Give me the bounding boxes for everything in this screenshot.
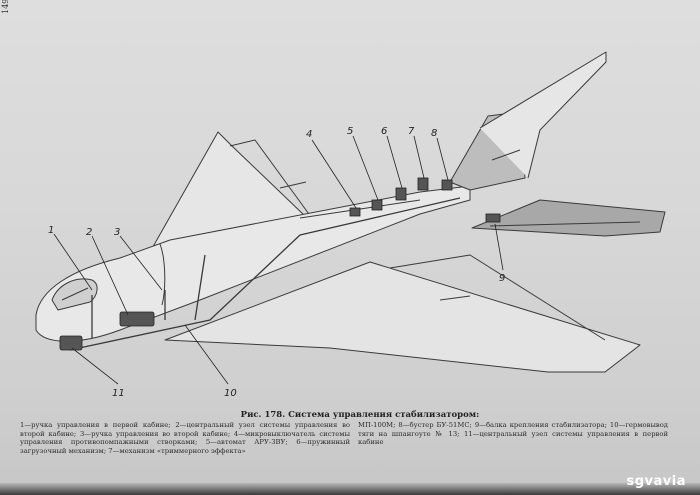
figure-legend-left: 1—ручка управления в первой кабине; 2—це… bbox=[20, 421, 350, 455]
near-wing bbox=[164, 261, 641, 373]
fuselage bbox=[35, 185, 471, 342]
watermark: sgvavia bbox=[626, 474, 686, 489]
callout-3: 3 bbox=[114, 227, 120, 238]
callout-8: 8 bbox=[431, 128, 437, 139]
callout-10: 10 bbox=[224, 388, 237, 399]
page-bottom-edge bbox=[0, 483, 700, 495]
callout-6: 6 bbox=[381, 126, 387, 137]
figure-legend-right: МП-100М; 8—бустер БУ-51МС; 9—балка крепл… bbox=[358, 421, 668, 447]
horizontal-stabilizer bbox=[471, 199, 666, 237]
figure-caption-title: Рис. 178. Система управления стабилизато… bbox=[240, 410, 480, 420]
callout-9: 9 bbox=[499, 273, 505, 284]
callout-1: 1 bbox=[48, 225, 54, 236]
callout-11: 11 bbox=[112, 388, 125, 399]
callout-2: 2 bbox=[86, 227, 92, 238]
control-rod bbox=[69, 197, 461, 351]
callout-4: 4 bbox=[306, 129, 312, 140]
callout-5: 5 bbox=[347, 126, 353, 137]
callout-7: 7 bbox=[408, 126, 415, 137]
